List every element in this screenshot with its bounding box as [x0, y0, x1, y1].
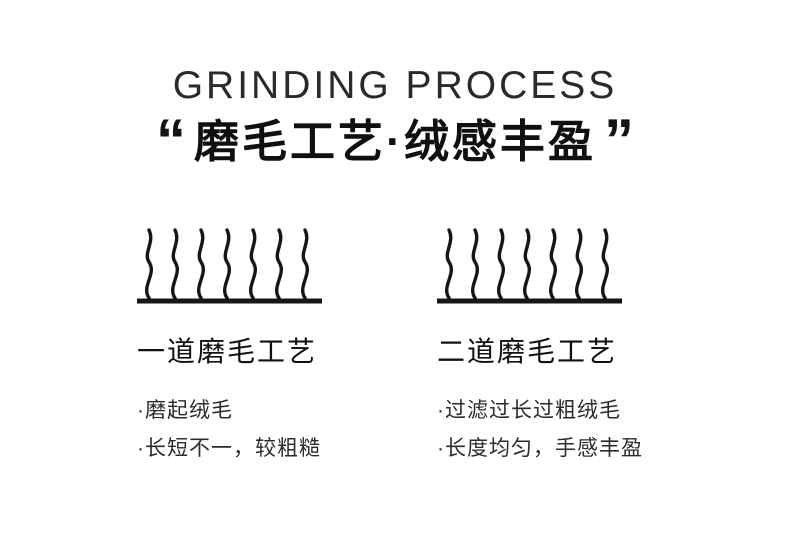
open-quote: “ [156, 107, 186, 174]
bullet-list: ·磨起绒毛 ·长短不一，较粗糙 [137, 392, 417, 468]
fiber-strands-icon [437, 228, 622, 304]
subtitle: “ 磨毛工艺·绒感丰盈 ” [0, 107, 790, 174]
bullet-item: ·过滤过长过粗绒毛 [437, 399, 621, 422]
process-column-1: 一道磨毛工艺 ·磨起绒毛 ·长短不一，较粗糙 [137, 224, 417, 468]
bullet-list: ·过滤过长过粗绒毛 ·长度均匀，手感丰盈 [437, 392, 717, 468]
bullet-item: ·长度均匀，手感丰盈 [437, 437, 643, 460]
close-quote: ” [604, 107, 634, 174]
column-heading: 二道磨毛工艺 [437, 336, 618, 367]
column-heading: 一道磨毛工艺 [137, 336, 318, 367]
page-title: GRINDING PROCESS [172, 64, 618, 107]
process-column-2: 二道磨毛工艺 ·过滤过长过粗绒毛 ·长度均匀，手感丰盈 [437, 224, 717, 468]
fiber-strands-icon [137, 228, 322, 304]
subtitle-text: 磨毛工艺·绒感丰盈 [194, 116, 596, 167]
bullet-item: ·磨起绒毛 [137, 399, 233, 422]
bullet-item: ·长短不一，较粗糙 [137, 437, 321, 460]
